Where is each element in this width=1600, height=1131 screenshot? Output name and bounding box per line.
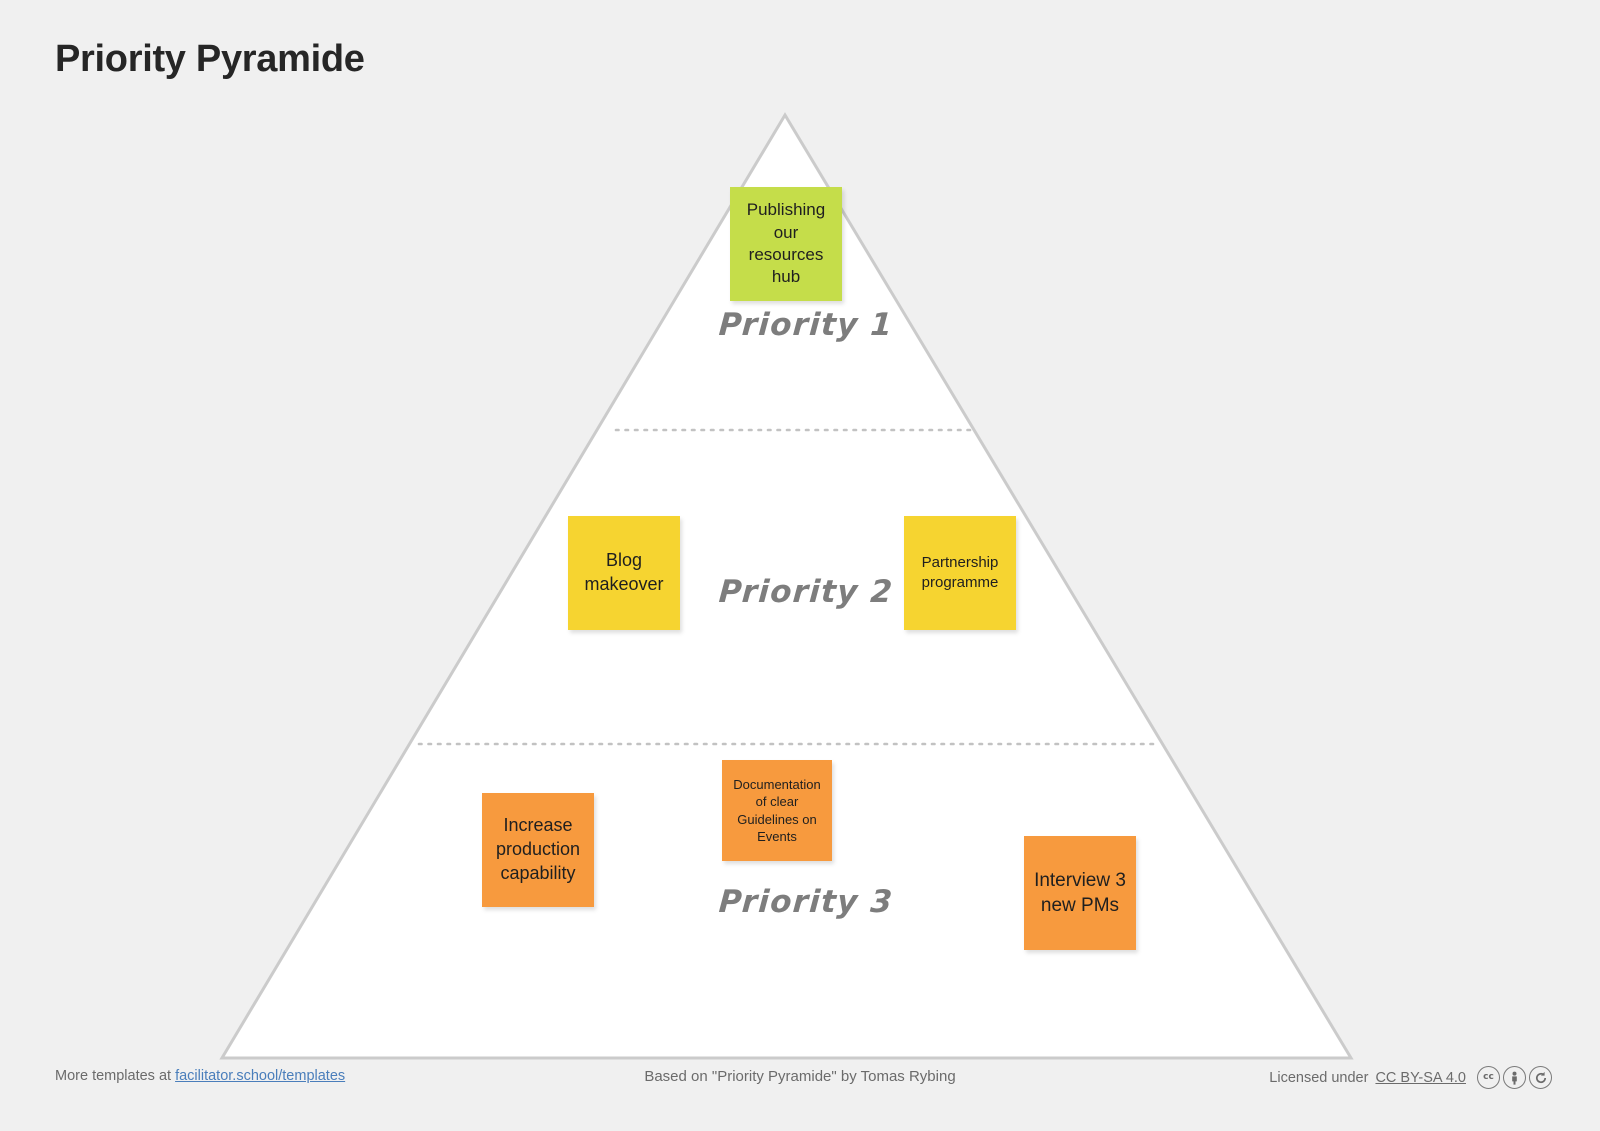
cc-by-icon — [1503, 1066, 1526, 1089]
sticky-note-text: Partnership programme — [921, 554, 999, 591]
sticky-note[interactable]: Blog makeover — [568, 516, 680, 630]
band-label-priority-1: Priority 1 — [717, 307, 895, 343]
cc-icon: cc — [1477, 1066, 1500, 1089]
footer-attribution: Based on "Priority Pyramide" by Tomas Ry… — [644, 1068, 956, 1085]
footer-license-link[interactable]: CC BY-SA 4.0 — [1375, 1069, 1466, 1086]
sticky-note[interactable]: Publishing our resources hub — [730, 187, 842, 301]
cc-icon-group: cc — [1477, 1066, 1552, 1089]
footer-templates-prefix: More templates at — [55, 1068, 176, 1084]
sticky-note-text: Documentation of clear Guidelines on Eve… — [733, 777, 821, 844]
sticky-note[interactable]: Interview 3 new PMs — [1024, 836, 1136, 950]
cc-sa-icon — [1529, 1066, 1552, 1089]
sticky-note[interactable]: Partnership programme — [904, 516, 1016, 630]
footer-templates-credit: More templates at facilitator.school/tem… — [55, 1068, 345, 1084]
footer-license: Licensed under CC BY-SA 4.0 cc — [1269, 1066, 1552, 1089]
footer-license-prefix: Licensed under — [1269, 1069, 1369, 1086]
sticky-note-text: Increase production capability — [495, 815, 581, 883]
sticky-note-text: Publishing our resources hub — [746, 200, 826, 287]
sticky-note[interactable]: Documentation of clear Guidelines on Eve… — [722, 760, 832, 861]
footer-templates-link[interactable]: facilitator.school/templates — [175, 1068, 346, 1084]
sticky-note-text: Blog makeover — [584, 550, 664, 594]
sticky-note[interactable]: Increase production capability — [482, 793, 594, 907]
sticky-note-text: Interview 3 new PMs — [1034, 869, 1126, 916]
page-title: Priority Pyramide — [55, 38, 365, 80]
band-label-priority-2: Priority 2 — [717, 574, 895, 610]
band-label-priority-3: Priority 3 — [717, 884, 895, 920]
